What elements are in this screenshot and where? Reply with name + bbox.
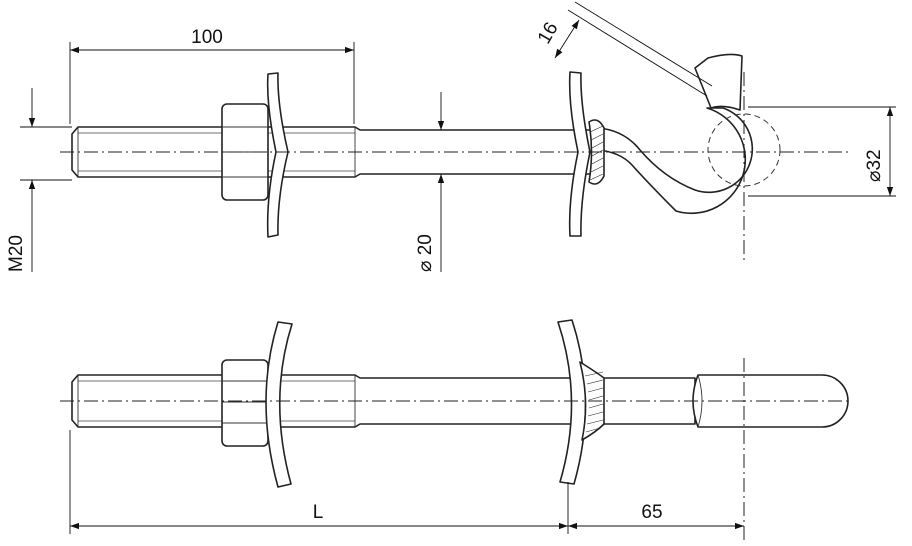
dim-16-ext-upper <box>567 9 708 97</box>
hook-tip <box>694 53 743 111</box>
bottom-view: L 65 <box>60 319 850 540</box>
dim-16-label: 16 <box>534 19 563 48</box>
bottom-weld-hatch <box>584 371 604 433</box>
dim-m20-label: M20 <box>6 235 27 272</box>
dim-100-label: 100 <box>191 27 223 48</box>
top-washer-right <box>568 71 591 237</box>
dim-L-label: L <box>313 502 324 523</box>
dim-16-line <box>554 19 580 59</box>
hook-centerline-circle <box>707 113 781 187</box>
dim-16-ext-lower <box>574 1 713 87</box>
hook-ring <box>597 107 754 215</box>
bottom-washer-right <box>557 319 587 485</box>
top-weld-hatch <box>589 125 604 181</box>
bottom-hook-end <box>692 374 849 428</box>
top-view: 100 M20 ⌀ 20 16 ⌀32 <box>6 1 896 272</box>
top-washer-left <box>266 72 289 238</box>
dim-d32-label: ⌀32 <box>864 149 885 182</box>
bottom-washer-left <box>265 321 293 488</box>
dim-d20-label: ⌀ 20 <box>415 234 436 272</box>
dim-65-label: 65 <box>641 502 662 523</box>
bottom-nut <box>221 359 269 447</box>
